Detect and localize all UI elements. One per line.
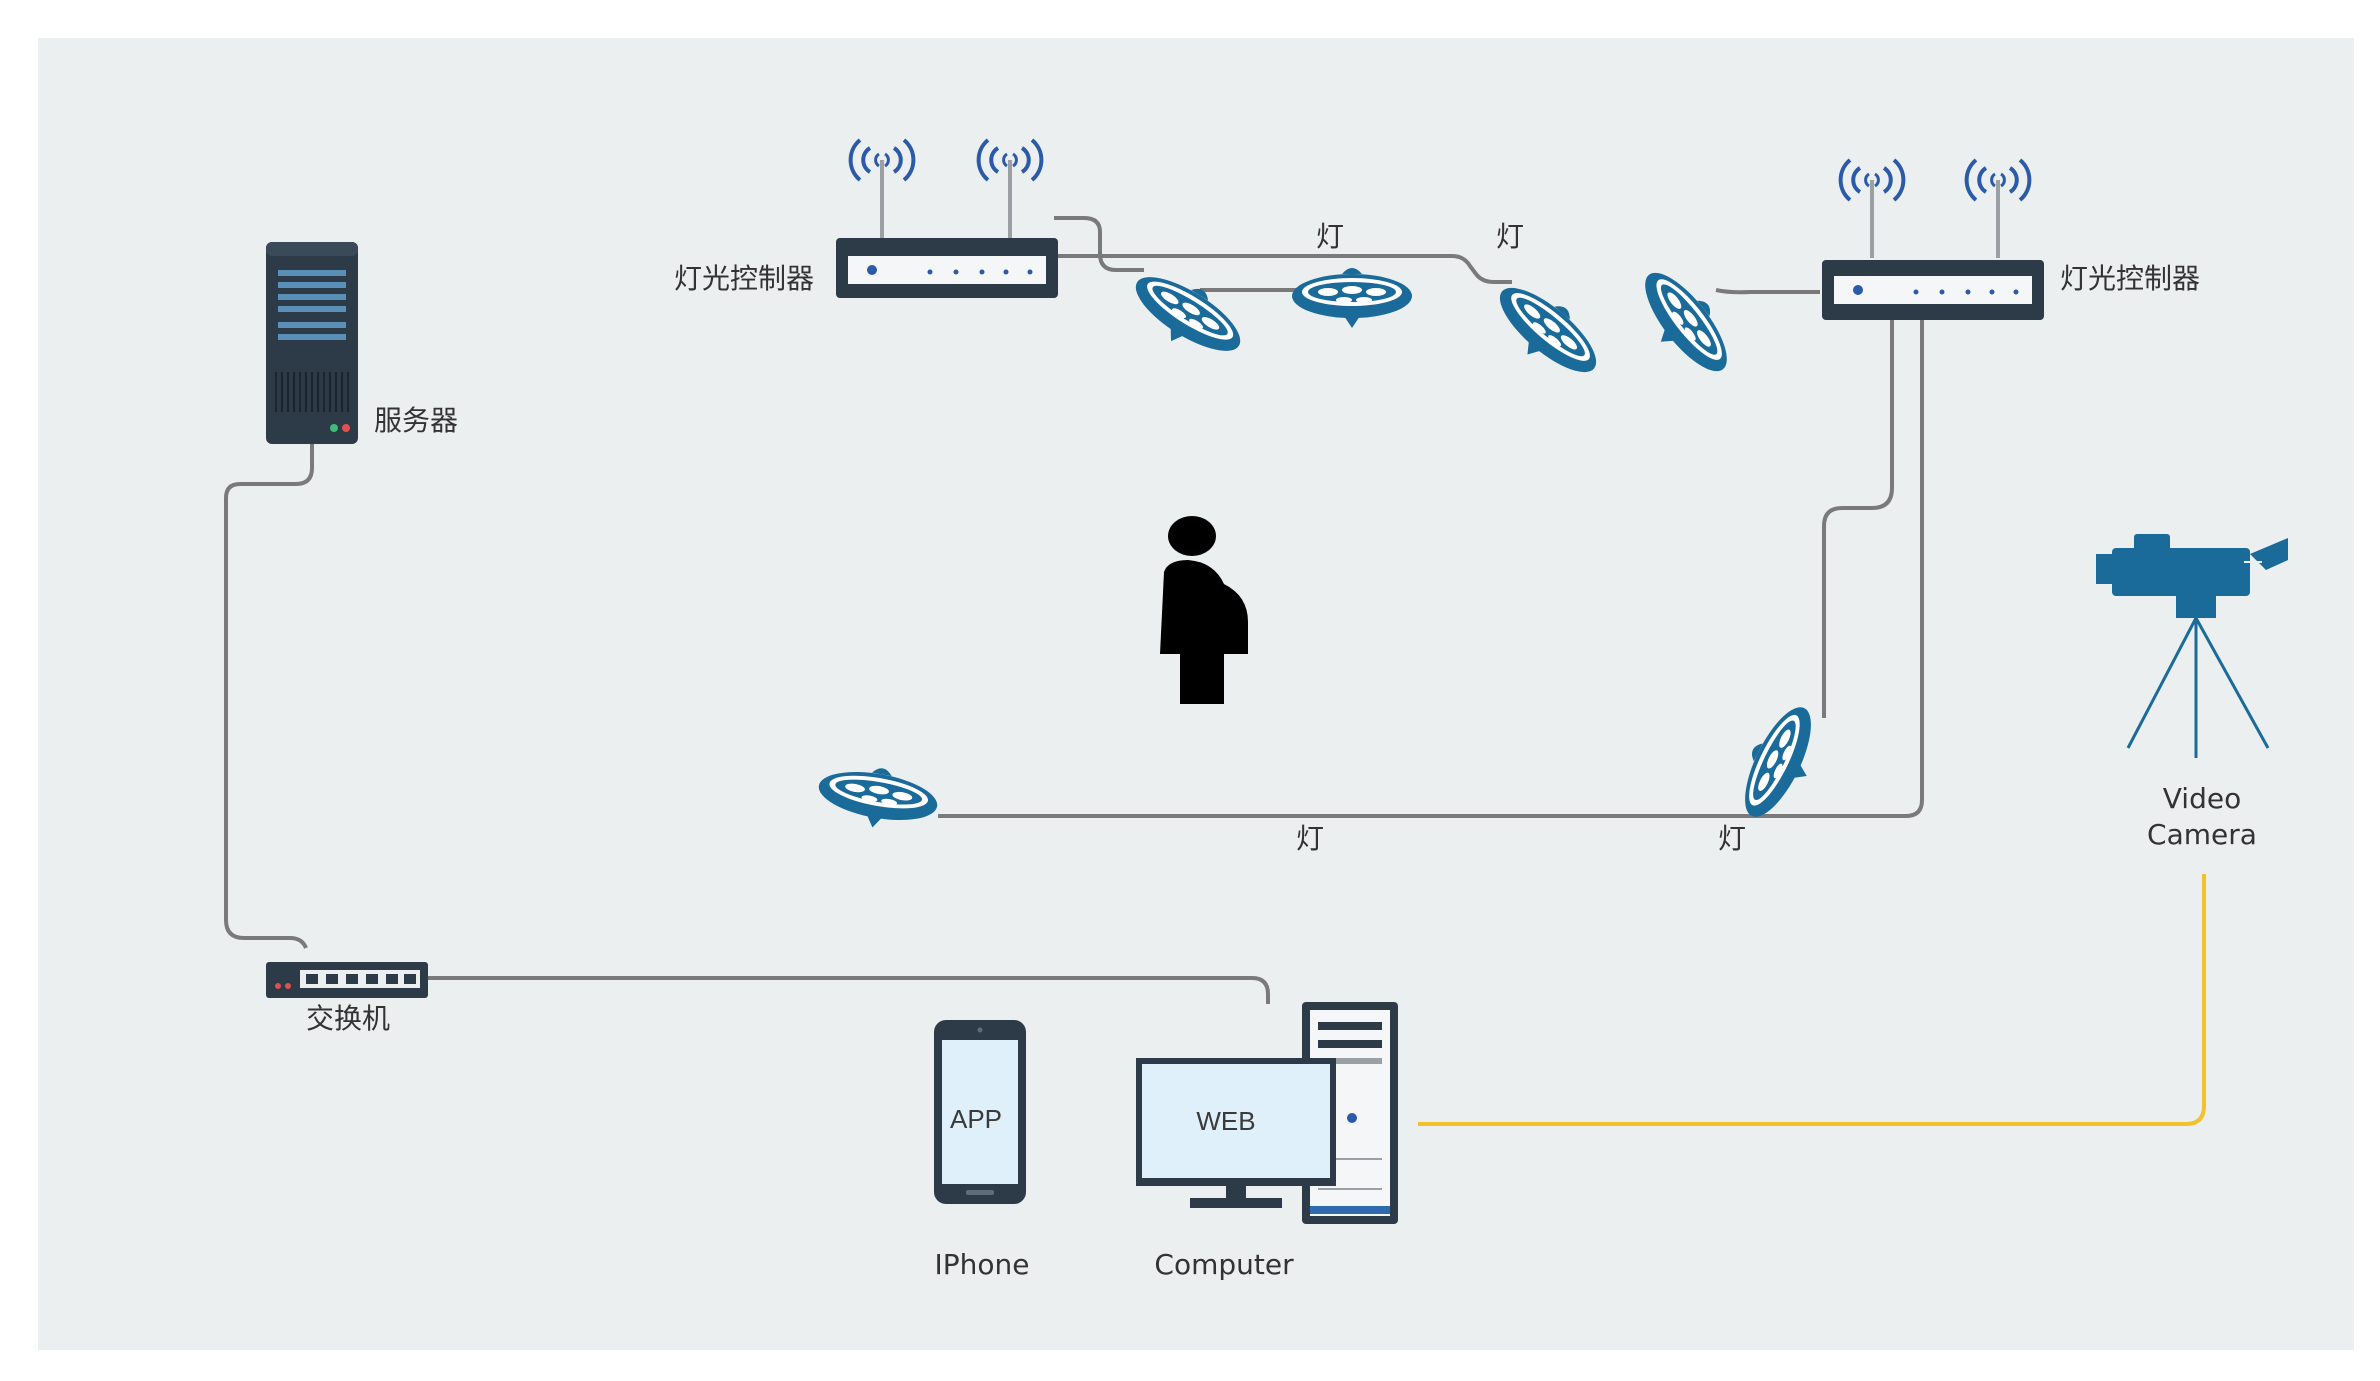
cable-right-controller-lamp xyxy=(1715,288,1820,295)
lamp-label-bottom-1: 灯 xyxy=(1296,822,1324,855)
light-controller-left xyxy=(836,138,1058,298)
cable-camera-computer xyxy=(1418,874,2206,1126)
web-screen-label: WEB xyxy=(1196,1106,1255,1136)
controller-right-label: 灯光控制器 xyxy=(2060,262,2200,295)
server xyxy=(266,242,358,444)
pregnant-person-icon xyxy=(1160,516,1248,704)
camera-label-line2: Camera xyxy=(2147,818,2257,851)
lamp-label-top-1: 灯 xyxy=(1316,220,1344,253)
cable-right-controller-down2 xyxy=(938,316,1924,818)
camera-label-line1: Video xyxy=(2163,782,2241,815)
cables xyxy=(224,216,1924,1004)
app-screen-label: APP xyxy=(950,1104,1002,1134)
switch xyxy=(266,962,428,998)
cable-server-switch xyxy=(224,440,314,949)
cable-left-controller-out1 xyxy=(1054,216,1144,272)
lamp-label-top-2: 灯 xyxy=(1496,220,1524,253)
cable-switch-computer xyxy=(425,976,1270,1004)
server-label: 服务器 xyxy=(374,404,458,437)
switch-label: 交换机 xyxy=(306,1002,390,1035)
computer-device xyxy=(1136,1002,1398,1224)
computer-label: Computer xyxy=(1154,1248,1294,1281)
cable-right-controller-down1 xyxy=(1822,316,1894,718)
controller-left-label: 灯光控制器 xyxy=(674,262,814,295)
video-camera xyxy=(2096,534,2288,758)
iphone-device xyxy=(934,1020,1026,1204)
iphone-label: IPhone xyxy=(935,1248,1030,1281)
monitor-icon xyxy=(1136,1058,1336,1208)
phone-screen xyxy=(942,1040,1018,1184)
lamp-label-bottom-2: 灯 xyxy=(1718,822,1746,855)
video-camera-icon xyxy=(2096,534,2288,758)
cable-left-controller-out2 xyxy=(1040,254,1512,284)
light-controller-right xyxy=(1822,158,2044,320)
monitor-screen xyxy=(1142,1064,1330,1178)
